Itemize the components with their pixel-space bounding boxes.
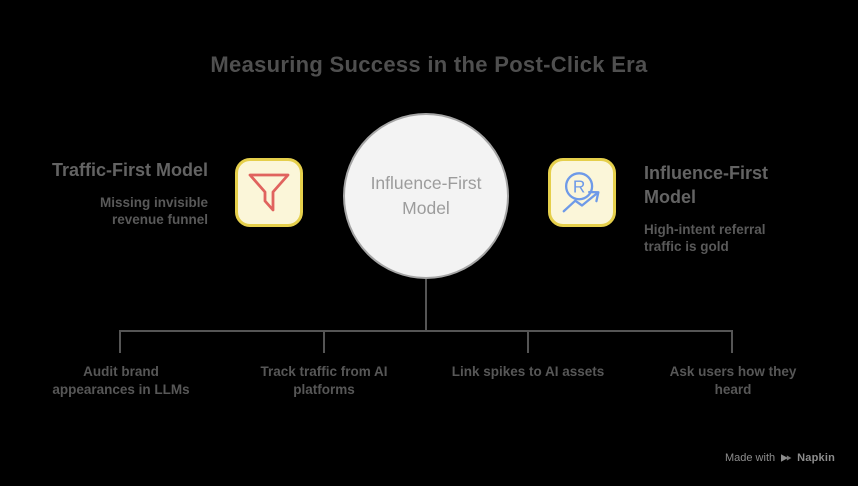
center-node: Influence-First Model (343, 113, 509, 279)
watermark-prefix: Made with (724, 452, 776, 464)
influence-first-subtitle: High-intent referral traffic is gold (644, 221, 766, 255)
branch-label-ask-users: Ask users how they heard (669, 364, 797, 398)
branch-label-track-traffic: Track traffic from AI platforms (260, 364, 388, 398)
diagram-title: Measuring Success in the Post-Click Era (210, 52, 648, 77)
napkin-logo-icon (781, 454, 792, 462)
influence-first-heading: Influence-First Model (644, 163, 769, 207)
connector-drop-1 (119, 330, 121, 353)
center-node-label: Influence-First Model (370, 172, 482, 218)
napkin-watermark: Made with Napkin (725, 452, 835, 464)
branch-label-link-spikes: Link spikes to AI assets (451, 364, 605, 379)
funnel-icon (248, 173, 290, 211)
watermark-brand: Napkin (797, 452, 835, 464)
connector-drop-3 (527, 330, 529, 353)
traffic-first-heading: Traffic-First Model (51, 160, 208, 180)
branch-label-audit-brand: Audit brand appearances in LLMs (52, 364, 190, 398)
registered-trend-arrow-icon: R (562, 171, 600, 212)
funnel-icon-box (235, 158, 303, 227)
connector-horizontal (119, 330, 733, 332)
connector-drop-4 (731, 330, 733, 353)
connector-drop-2 (323, 330, 325, 353)
influence-first-block: Influence-First Model High-intent referr… (644, 162, 798, 256)
trend-icon-box: R (548, 158, 616, 227)
traffic-first-subtitle: Missing invisible revenue funnel (99, 195, 208, 227)
traffic-first-block: Traffic-First Model Missing invisible re… (52, 160, 208, 229)
connector-trunk (425, 279, 427, 331)
svg-text:R: R (573, 176, 586, 196)
